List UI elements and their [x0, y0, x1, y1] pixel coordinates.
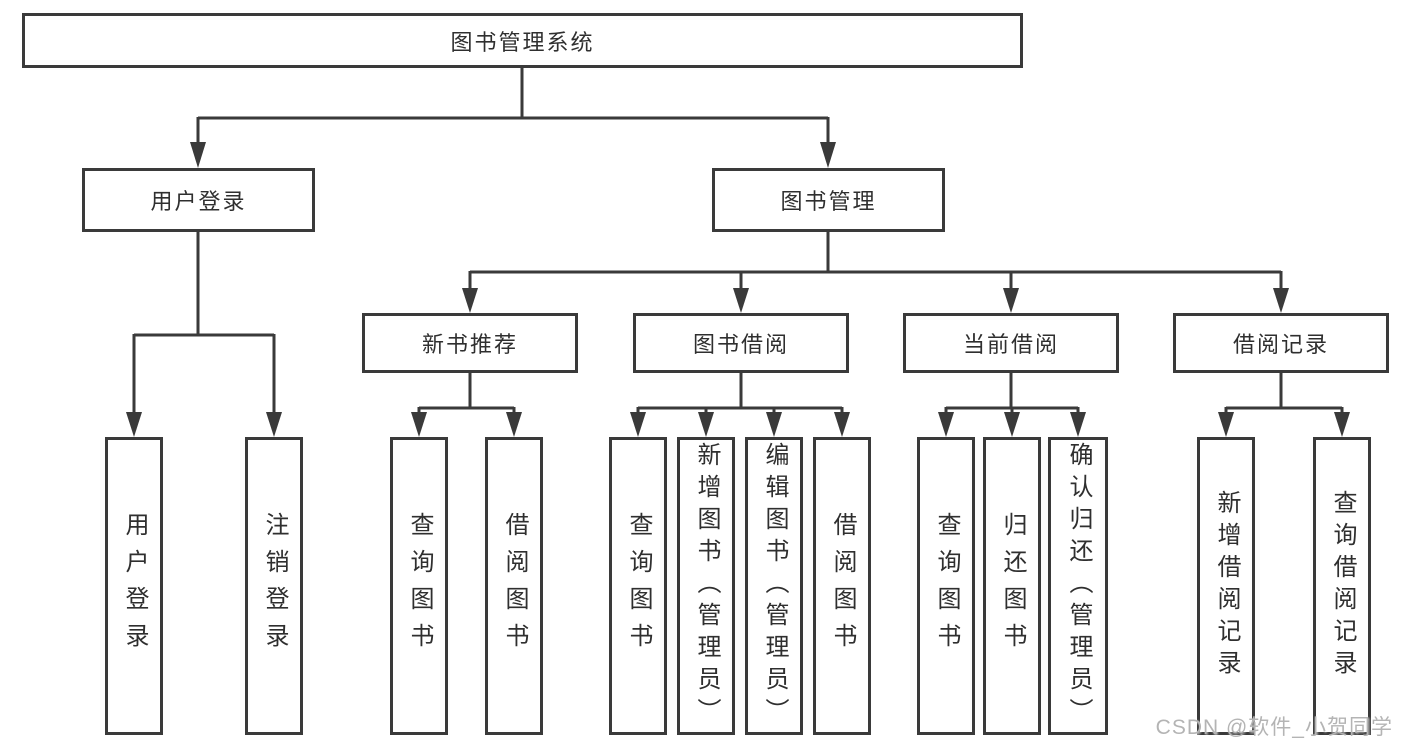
leaf-return-book: 归还图书 — [983, 437, 1041, 735]
node-borrow-records: 借阅记录 — [1173, 313, 1389, 373]
node-root: 图书管理系统 — [22, 13, 1023, 68]
leaf-edit-book-admin: 编辑图书（管理员） — [745, 437, 803, 735]
leaf-user-login: 用户登录 — [105, 437, 163, 735]
leaf-add-book-admin: 新增图书（管理员） — [677, 437, 735, 735]
leaf-logout: 注销登录 — [245, 437, 303, 735]
leaf-borrow-books: 借阅图书 — [813, 437, 871, 735]
leaf-query-books-current: 查询图书 — [917, 437, 975, 735]
leaf-query-books-recommend: 查询图书 — [390, 437, 448, 735]
node-current-borrow: 当前借阅 — [903, 313, 1119, 373]
leaf-confirm-return-admin: 确认归还（管理员） — [1048, 437, 1108, 735]
watermark: CSDN @软件_小贺同学 — [1155, 716, 1393, 739]
leaf-add-borrow-record: 新增借阅记录 — [1197, 437, 1255, 735]
arrowheads — [126, 142, 1350, 437]
node-book-management-branch: 图书管理 — [712, 168, 945, 232]
node-user-login-branch: 用户登录 — [82, 168, 315, 232]
node-book-borrow: 图书借阅 — [633, 313, 849, 373]
leaf-query-borrow-record: 查询借阅记录 — [1313, 437, 1371, 735]
node-new-book-recommend: 新书推荐 — [362, 313, 578, 373]
leaf-borrow-books-recommend: 借阅图书 — [485, 437, 543, 735]
leaf-query-books-borrow: 查询图书 — [609, 437, 667, 735]
